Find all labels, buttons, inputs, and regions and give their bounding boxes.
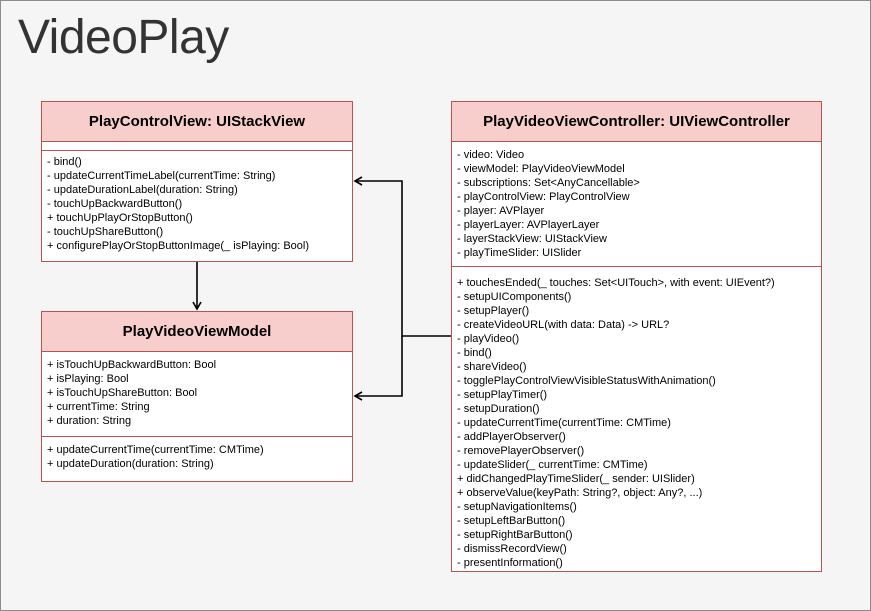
edge-view-controller-to-play-control-view: [353, 176, 451, 337]
methods-section: + updateCurrentTime(currentTime: CMTime)…: [42, 436, 352, 471]
class-member: - addPlayerObserver(): [457, 431, 566, 443]
class-member: - removePlayerObserver(): [457, 445, 585, 457]
class-member: + isTouchUpBackwardButton: Bool: [47, 359, 217, 371]
attributes-section: - video: Video - viewModel: PlayVideoView…: [452, 142, 821, 266]
class-member: - dismissRecordView(): [457, 543, 567, 555]
methods-section: - bind() - updateCurrentTimeLabel(current…: [42, 150, 352, 253]
class-member: - subscriptions: Set<AnyCancellable>: [457, 177, 640, 189]
class-member: + updateCurrentTime(currentTime: CMTime): [47, 444, 264, 456]
edge-view-controller-to-view-model: [353, 336, 403, 401]
class-member: - bind(): [47, 156, 82, 168]
class-member: - updateDurationLabel(duration: String): [47, 184, 238, 196]
class-member: + configurePlayOrStopButtonImage(_ isPla…: [47, 240, 310, 252]
class-member: - touchUpBackwardButton(): [47, 198, 183, 210]
class-member: - setupLeftBarButton(): [457, 515, 566, 527]
class-member: - setupPlayTimer(): [457, 389, 548, 401]
class-member: + currentTime: String: [47, 401, 150, 413]
class-member: - viewModel: PlayVideoViewModel: [457, 163, 625, 175]
class-member: - bind(): [457, 347, 492, 359]
class-member: - video: Video: [457, 149, 525, 161]
class-member: - playControlView: PlayControlView: [457, 191, 630, 203]
class-play-control-view[interactable]: PlayControlView: UIStackView - bind() - u…: [41, 101, 353, 262]
class-play-video-view-model[interactable]: PlayVideoViewModel + isTouchUpBackwardBu…: [41, 311, 353, 482]
class-member: - playTimeSlider: UISlider: [457, 247, 582, 259]
class-name: PlayVideoViewModel: [42, 312, 352, 352]
class-play-video-view-controller[interactable]: PlayVideoViewController: UIViewControlle…: [451, 101, 822, 572]
methods-section: + touchesEnded(_ touches: Set<UITouch>, …: [452, 266, 821, 570]
class-member: - setupPlayer(): [457, 305, 530, 317]
class-member: - presentInformation(): [457, 557, 563, 569]
class-member: - setupUIComponents(): [457, 291, 572, 303]
class-member: - touchUpShareButton(): [47, 226, 164, 238]
class-member: + isPlaying: Bool: [47, 373, 129, 385]
class-member: - shareVideo(): [457, 361, 527, 373]
page-title: VideoPlay: [18, 11, 229, 64]
class-member: - playerLayer: AVPlayerLayer: [457, 219, 600, 231]
class-member: - updateCurrentTimeLabel(currentTime: St…: [47, 170, 276, 182]
class-name: PlayControlView: UIStackView: [42, 102, 352, 142]
class-member: + duration: String: [47, 415, 132, 427]
class-member: + isTouchUpShareButton: Bool: [47, 387, 198, 399]
class-member: - setupDuration(): [457, 403, 540, 415]
class-member: - createVideoURL(with data: Data) -> URL…: [457, 319, 670, 331]
class-member: - setupRightBarButton(): [457, 529, 573, 541]
class-member: - player: AVPlayer: [457, 205, 545, 217]
class-member: - updateCurrentTime(currentTime: CMTime): [457, 417, 671, 429]
class-member: + touchesEnded(_ touches: Set<UITouch>, …: [457, 277, 775, 289]
class-member: - layerStackView: UIStackView: [457, 233, 607, 245]
class-member: - togglePlayControlViewVisibleStatusWith…: [457, 375, 716, 387]
class-member: + didChangedPlayTimeSlider(_ sender: UIS…: [457, 473, 695, 485]
class-member: - updateSlider(_ currentTime: CMTime): [457, 459, 648, 471]
class-name: PlayVideoViewController: UIViewControlle…: [452, 102, 821, 142]
class-member: - playVideo(): [457, 333, 520, 345]
class-member: + updateDuration(duration: String): [47, 458, 214, 470]
attributes-section: + isTouchUpBackwardButton: Bool + isPlayi…: [42, 352, 352, 436]
class-member: - setupNavigationItems(): [457, 501, 577, 513]
class-member: + observeValue(keyPath: String?, object:…: [457, 487, 703, 499]
class-member: + touchUpPlayOrStopButton(): [47, 212, 193, 224]
